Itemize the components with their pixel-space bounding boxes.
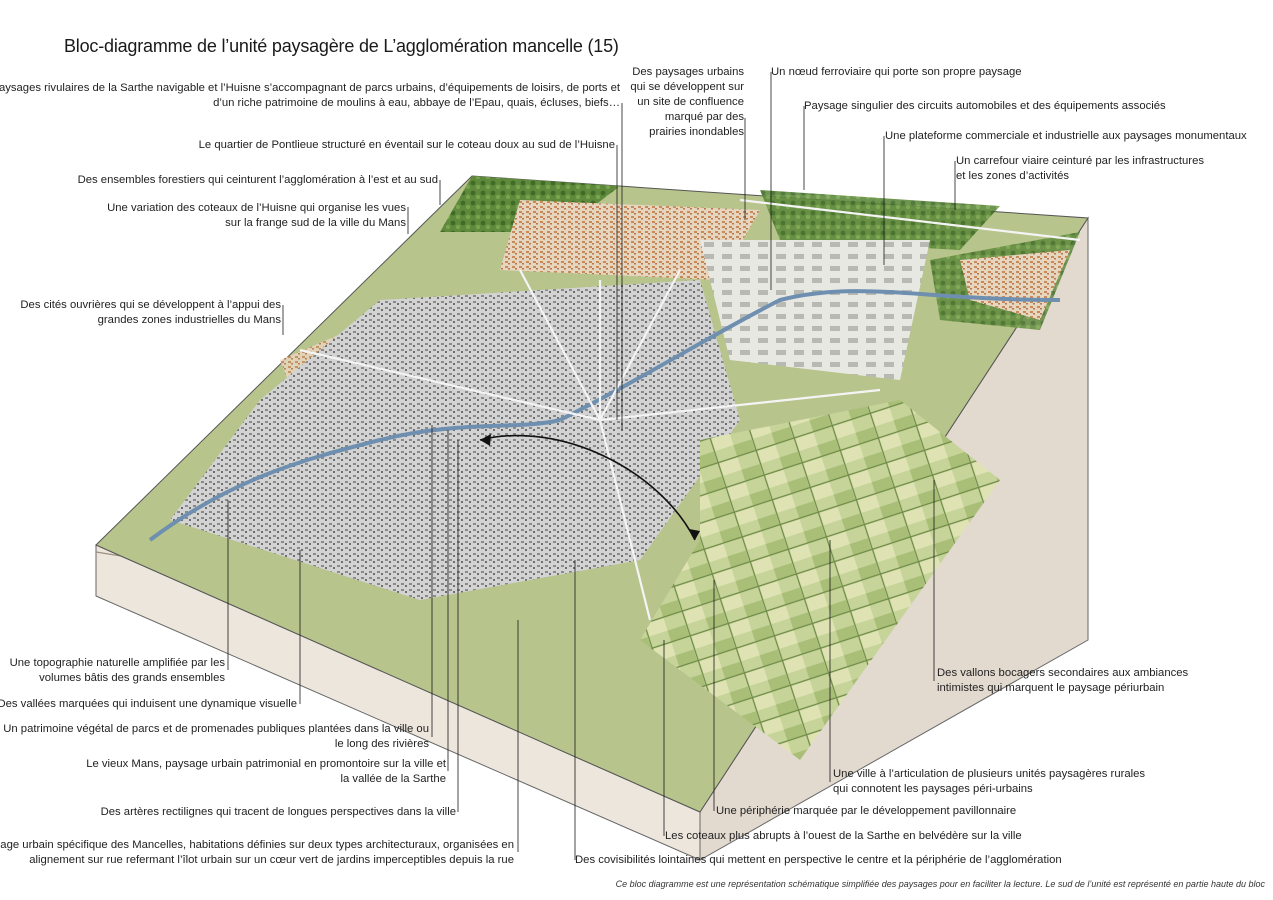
label-arteres: Des artères rectilignes qui tracent de l… bbox=[100, 806, 456, 818]
covisibility-arrow bbox=[479, 434, 696, 541]
residential-south bbox=[500, 200, 760, 280]
label-peripherie: Une périphérie marquée par le développem… bbox=[716, 805, 1017, 817]
label-paysages-rivulaires: Paysages rivulaires de la Sarthe navigab… bbox=[0, 82, 620, 109]
forest-south bbox=[760, 190, 1000, 250]
label-site-confluence: Des paysages urbains qui se développent … bbox=[630, 66, 744, 138]
label-patrimoine-vegetal: Un patrimoine végétal de parcs et de pro… bbox=[3, 723, 429, 750]
arrow-head-end bbox=[689, 529, 700, 540]
industrial-zone bbox=[700, 240, 930, 380]
river-sarthe bbox=[148, 418, 561, 542]
urban-core bbox=[170, 280, 740, 600]
label-ensembles-forestiers: Des ensembles forestiers qui ceinturent … bbox=[77, 174, 438, 186]
leader-lines bbox=[227, 72, 956, 860]
bocage-fields bbox=[640, 400, 1000, 760]
label-articulation-unites: Une ville à l’articulation de plusieurs … bbox=[833, 768, 1146, 795]
river-huisne bbox=[559, 289, 1061, 422]
label-cites-ouvrieres: Des cités ouvrières qui se développent à… bbox=[20, 299, 281, 326]
label-pontlieue: Le quartier de Pontlieue structuré en év… bbox=[198, 139, 615, 151]
label-plateforme-commerciale: Une plateforme commerciale et industriel… bbox=[885, 130, 1247, 142]
label-coteaux-abrupts: Les coteaux plus abrupts à l’ouest de la… bbox=[665, 830, 1022, 842]
label-noeud-ferroviaire: Un nœud ferroviaire qui porte son propre… bbox=[771, 66, 1022, 78]
label-mancelles: Paysage urbain spécifique des Mancelles,… bbox=[0, 839, 514, 866]
page-title: Bloc-diagramme de l’unité paysagère de L… bbox=[64, 36, 619, 56]
label-vieux-mans: Le vieux Mans, paysage urbain patrimonia… bbox=[86, 758, 446, 785]
label-variation-coteaux: Une variation des coteaux de l’Huisne qu… bbox=[107, 202, 406, 229]
label-covisibilites: Des covisibilités lointaines qui mettent… bbox=[575, 854, 1062, 866]
label-vallons-bocagers: Des vallons bocagers secondaires aux amb… bbox=[937, 667, 1189, 694]
label-circuits-automobiles: Paysage singulier des circuits automobil… bbox=[804, 100, 1166, 112]
label-topographie: Une topographie naturelle amplifiée par … bbox=[9, 657, 225, 684]
label-carrefour-viaire: Un carrefour viaire ceinturé par les inf… bbox=[956, 155, 1205, 182]
road-network bbox=[299, 198, 1081, 621]
label-vallees: Des vallées marquées qui induisent une d… bbox=[0, 698, 297, 710]
arrow-head-start bbox=[480, 434, 491, 446]
footnote: Ce bloc diagramme est une représentation… bbox=[615, 879, 1265, 889]
residential-southeast bbox=[960, 250, 1070, 320]
